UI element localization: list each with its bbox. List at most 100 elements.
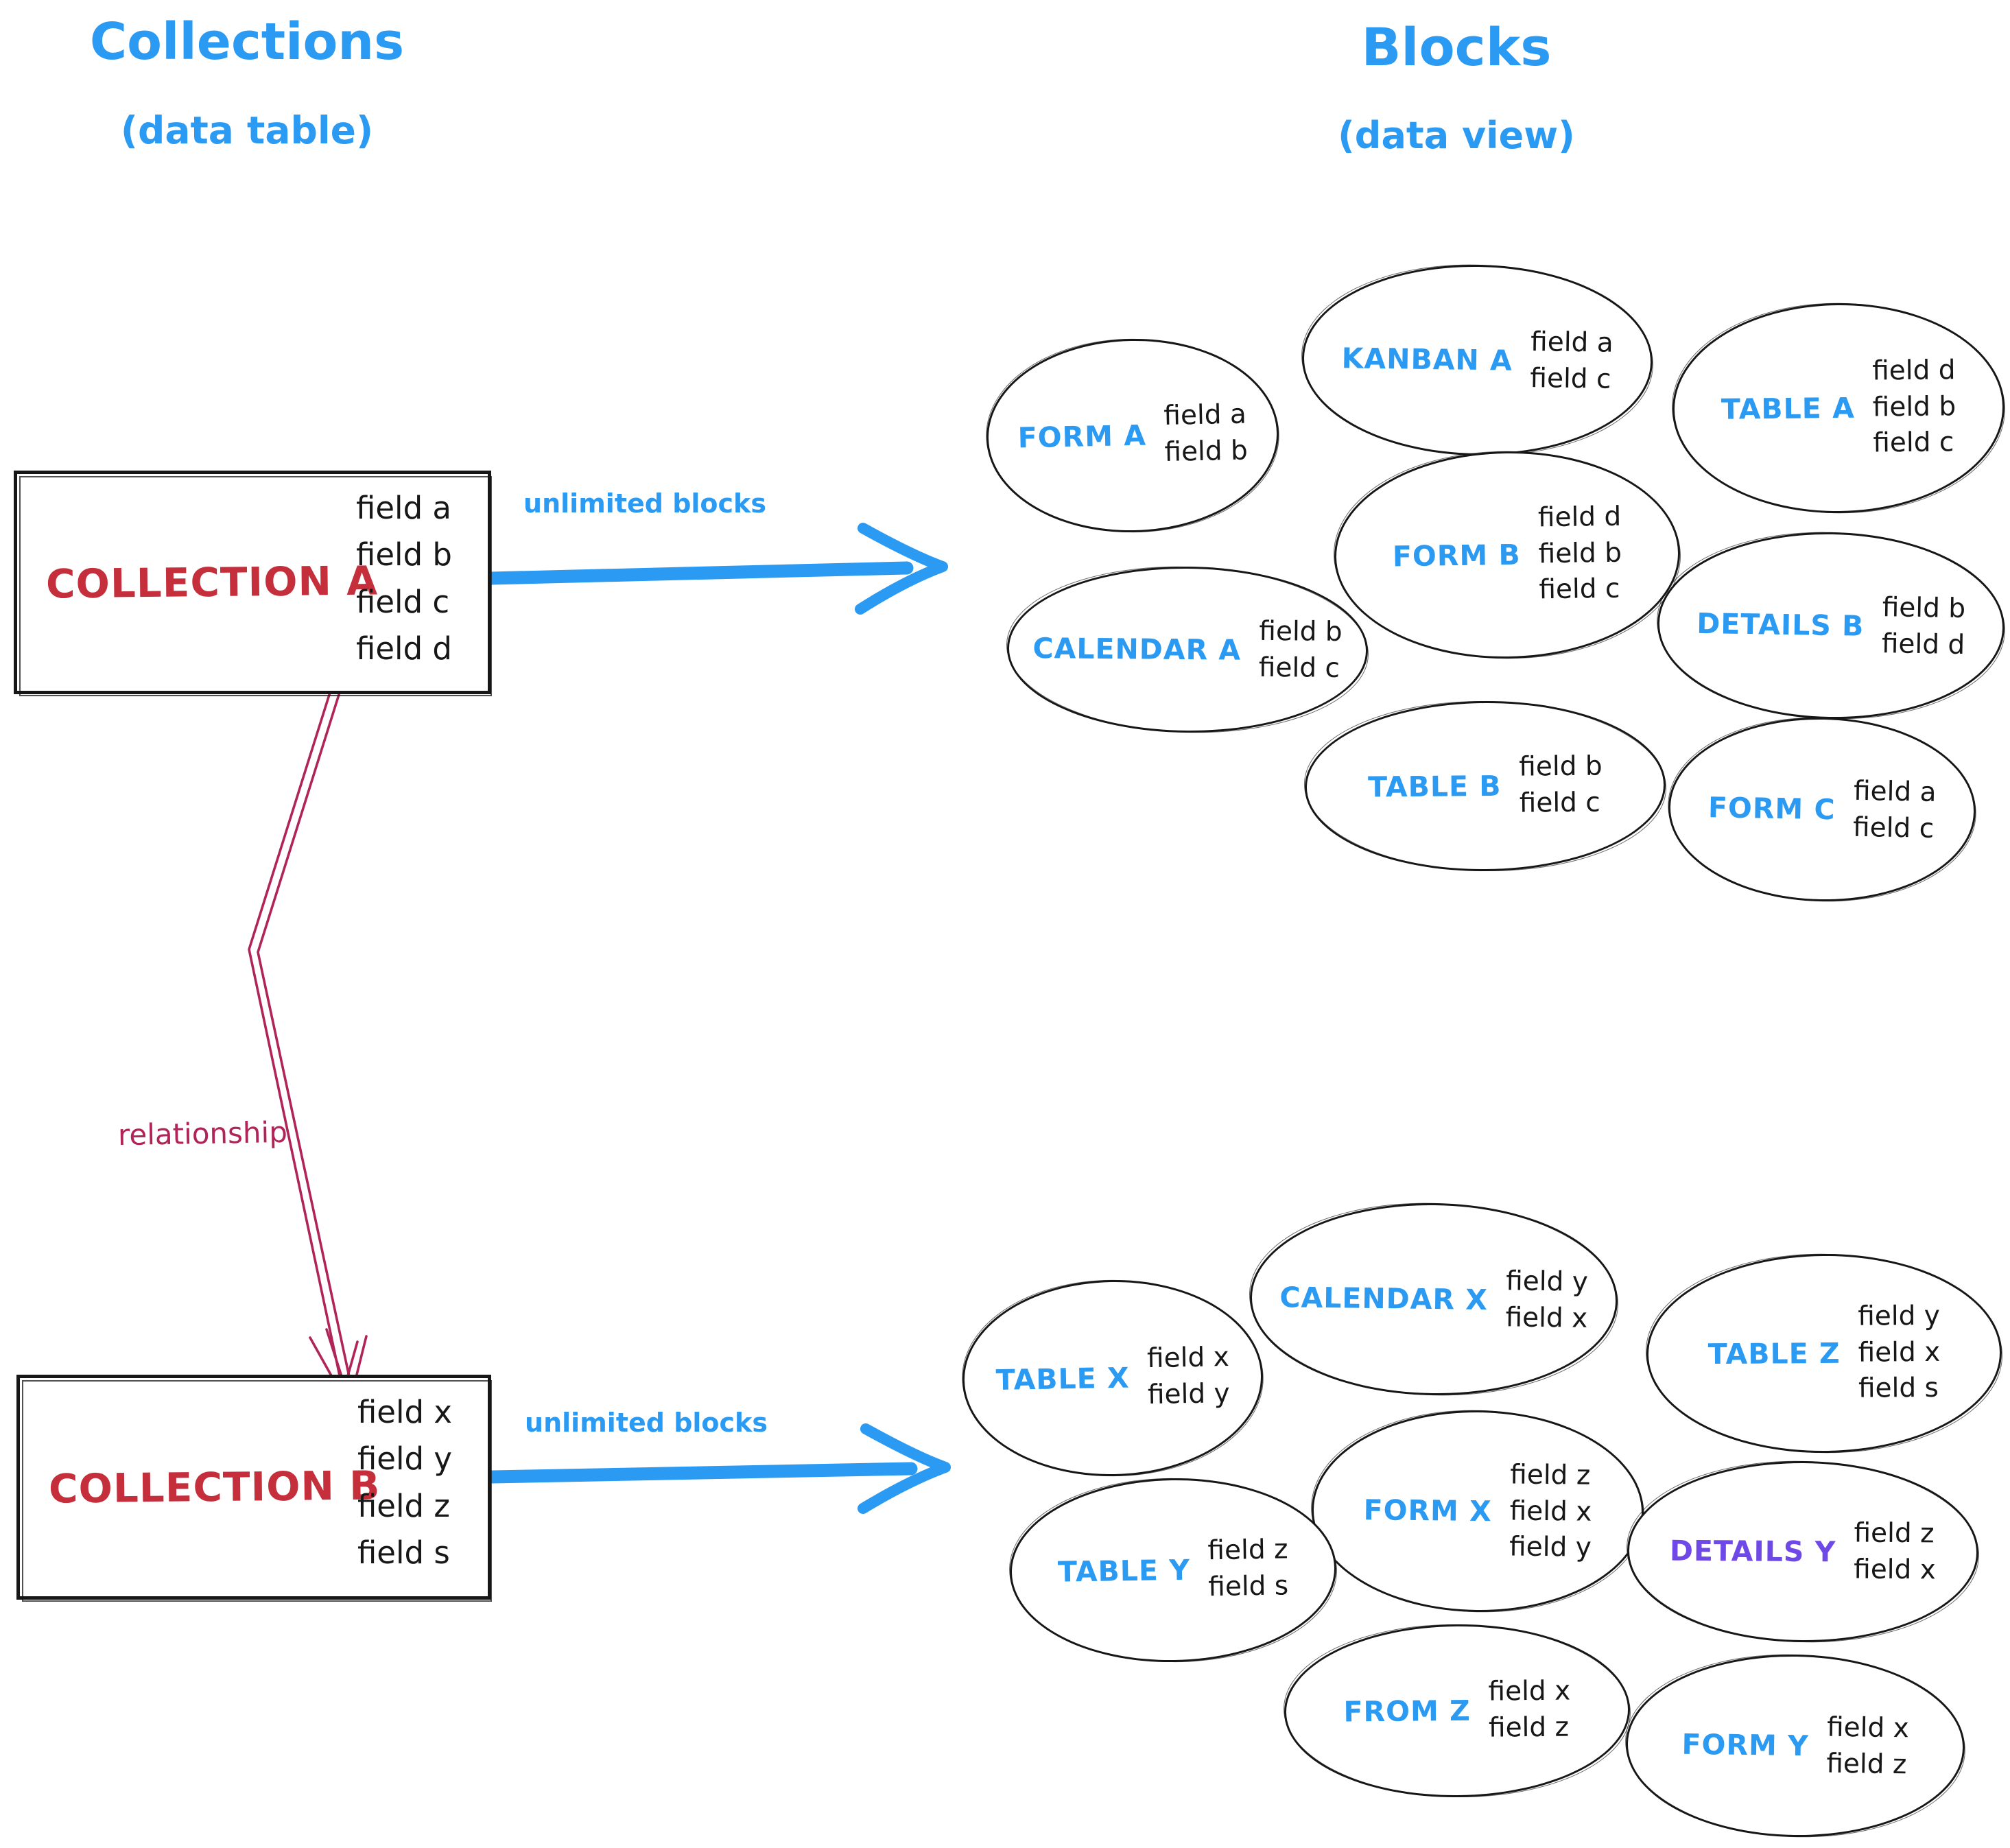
field-item: field a	[356, 490, 452, 526]
block-label: TABLE X	[995, 1361, 1130, 1397]
block-form-y: FORM Y field x field z	[1624, 1652, 1966, 1840]
field-item: field b	[1164, 435, 1249, 469]
block-table-y: TABLE Y field z field s	[1008, 1476, 1338, 1665]
block-fields: field z field x field y	[1509, 1459, 1592, 1564]
field-item: field b	[1882, 592, 1966, 625]
field-item: field c	[1873, 427, 1954, 459]
block-label: FORM X	[1363, 1493, 1492, 1528]
block-form-a: FORM A field a field b	[984, 335, 1281, 536]
field-item: field y	[1147, 1378, 1231, 1411]
field-item: field x	[357, 1394, 452, 1430]
block-table-x: TABLE X field x field y	[960, 1277, 1265, 1479]
field-item: field c	[1852, 812, 1935, 844]
unlimited-blocks-arrow-top	[484, 523, 948, 615]
block-fields: field b field c	[1519, 750, 1603, 819]
field-item: field z	[357, 1487, 450, 1524]
collection-a-name: COLLECTION A	[45, 557, 379, 608]
block-from-z: FROM Z field x field z	[1283, 1622, 1631, 1799]
blocks-title: Blocks	[1361, 16, 1552, 78]
field-item: field x	[1826, 1711, 1910, 1744]
block-label: DETAILS B	[1696, 606, 1865, 643]
field-item: field x	[1505, 1302, 1588, 1334]
block-fields: field b field d	[1881, 592, 1966, 661]
field-item: field a	[1163, 399, 1247, 432]
block-fields: field d field b field c	[1871, 354, 1956, 459]
unlimited-blocks-arrow-bottom	[486, 1423, 951, 1514]
collections-subtitle: (data table)	[120, 108, 374, 152]
collections-title: Collections	[89, 12, 405, 71]
block-label: TABLE B	[1367, 769, 1502, 804]
field-item: field x	[1509, 1495, 1592, 1528]
field-item: field c	[1539, 573, 1620, 606]
block-calendar-a: CALENDAR A field b field c	[1006, 565, 1369, 735]
block-label: TABLE Y	[1057, 1553, 1191, 1589]
block-form-b: FORM B field d field b field c	[1332, 449, 1682, 661]
field-item: field z	[1488, 1711, 1570, 1744]
field-item: field b	[1519, 750, 1603, 783]
relationship-arrow	[248, 659, 368, 1412]
field-item: field y	[1505, 1266, 1589, 1298]
block-label: FORM B	[1392, 538, 1522, 573]
field-item: field y	[1509, 1531, 1592, 1564]
block-table-b: TABLE B field b field c	[1303, 699, 1667, 873]
field-item: field x	[1854, 1554, 1937, 1586]
field-item: field x	[1858, 1336, 1941, 1369]
block-form-x: FORM X field z field x field y	[1310, 1408, 1645, 1614]
block-label: TABLE Z	[1707, 1336, 1841, 1371]
block-form-c: FORM C field a field c	[1666, 715, 1978, 904]
collection-b-box: COLLECTION B field x field y field z fie…	[16, 1375, 492, 1602]
block-label: FORM Y	[1681, 1727, 1810, 1763]
block-label: FORM C	[1707, 791, 1836, 827]
unlimited-blocks-label-bottom: unlimited blocks	[525, 1408, 768, 1438]
block-fields: field d field b field c	[1537, 501, 1622, 606]
field-item: field a	[1530, 327, 1613, 359]
field-item: field c	[1519, 787, 1600, 819]
field-item: field d	[1537, 501, 1622, 533]
block-label: FORM A	[1017, 418, 1147, 455]
field-item: field z	[1826, 1748, 1907, 1781]
collection-a-box: COLLECTION A field a field b field c fie…	[14, 471, 492, 696]
block-fields: field x field z	[1488, 1675, 1571, 1744]
field-item: field b	[356, 536, 452, 573]
field-item: field d	[1871, 354, 1956, 387]
field-item: field s	[1858, 1373, 1939, 1405]
field-item: field b	[1872, 390, 1956, 423]
field-item: field x	[1146, 1342, 1230, 1375]
block-fields: field z field s	[1207, 1534, 1289, 1603]
block-fields: field a field b	[1163, 399, 1249, 469]
field-item: field z	[1510, 1459, 1591, 1491]
field-item: field s	[1207, 1570, 1289, 1603]
block-details-y: DETAILS Y field z field x	[1627, 1460, 1979, 1644]
block-table-a: TABLE A field d field b field c	[1671, 301, 2006, 515]
block-fields: field a field c	[1530, 327, 1613, 395]
block-fields: field b field c	[1258, 615, 1343, 684]
blocks-subtitle: (data view)	[1338, 114, 1575, 157]
block-kanban-a: KANBAN A field a field c	[1301, 262, 1654, 458]
block-fields: field z field x	[1854, 1517, 1937, 1586]
block-fields: field x field y	[1146, 1342, 1231, 1411]
field-item: field b	[1259, 615, 1343, 648]
block-fields: field y field x field s	[1858, 1300, 1941, 1405]
field-item: field c	[356, 583, 450, 620]
collection-b-name: COLLECTION B	[48, 1462, 381, 1513]
block-fields: field a field c	[1852, 775, 1937, 844]
field-item: field x	[1488, 1675, 1571, 1707]
field-item: field z	[1207, 1534, 1288, 1567]
block-label: DETAILS Y	[1669, 1534, 1836, 1569]
unlimited-blocks-label-top: unlimited blocks	[523, 488, 766, 519]
block-label: TABLE A	[1721, 391, 1856, 426]
block-details-b: DETAILS B field b field d	[1655, 530, 2007, 722]
block-label: KANBAN A	[1341, 342, 1513, 377]
block-label: CALENDAR X	[1279, 1281, 1489, 1316]
field-item: field a	[1853, 775, 1937, 808]
field-item: field b	[1538, 537, 1622, 569]
field-item: field s	[357, 1534, 450, 1571]
block-fields: field x field z	[1826, 1711, 1910, 1781]
field-item: field z	[1854, 1517, 1935, 1550]
collection-b-fields: field x field y field z field s	[357, 1396, 452, 1569]
field-item: field d	[1881, 628, 1965, 661]
block-fields: field y field x	[1505, 1266, 1589, 1334]
field-item: field c	[1258, 652, 1340, 684]
field-item: field y	[1858, 1300, 1941, 1332]
